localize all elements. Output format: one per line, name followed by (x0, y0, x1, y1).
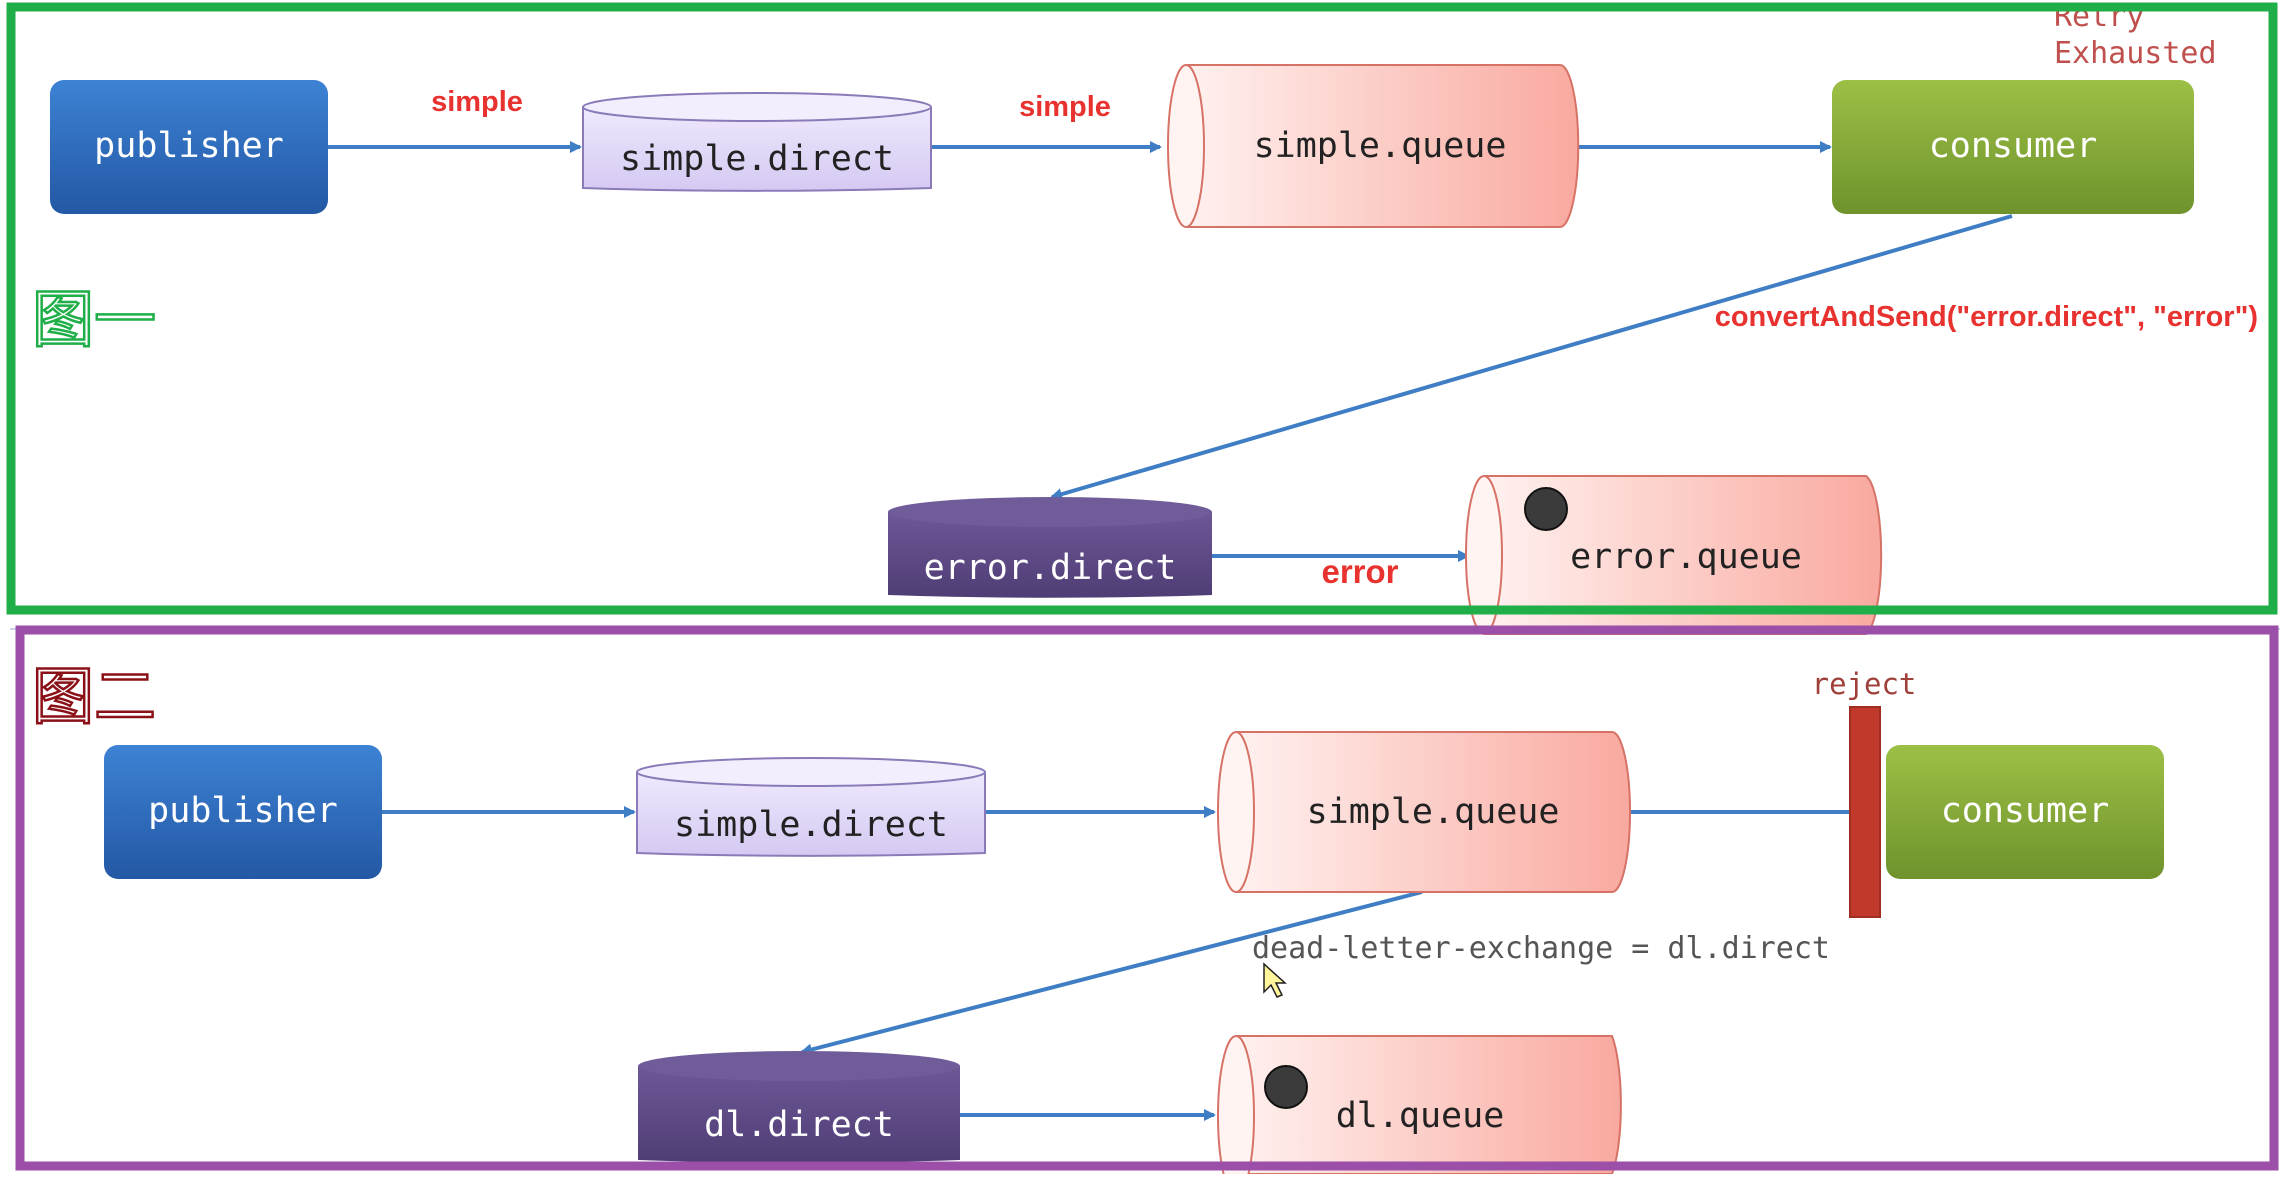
error-exchange-node: error.direct (888, 497, 1212, 598)
error-routing-key-label: error (1321, 553, 1398, 590)
figure-one-caption: 图一 (32, 283, 156, 356)
reject-bar (1849, 706, 1881, 918)
routing-key-label-1: simple (431, 86, 523, 118)
convert-and-send-label: convertAndSend("error.direct", "error") (1715, 301, 2258, 333)
publisher-node-2: publisher (104, 745, 382, 879)
exchange-node-2: simple.direct (636, 757, 986, 857)
arrow-queue-to-dl-exchange (800, 890, 1423, 1056)
figure-one-frame (6, 2, 2278, 615)
error-queue-label: error.queue (1570, 537, 1802, 577)
message-dot-icon-2 (1264, 1065, 1308, 1109)
dl-queue-node: dl.queue (1217, 1035, 1622, 1178)
exchange-label-2: simple.direct (674, 805, 948, 845)
arrow-consumer-to-error-exchange (1050, 214, 2013, 500)
consumer-node-2: consumer (1886, 745, 2164, 879)
consumer-label-2: consumer (1941, 791, 2110, 831)
reject-label: reject (1812, 667, 1917, 701)
queue-node: simple.queue (1167, 64, 1580, 228)
message-dot-icon (1524, 487, 1568, 531)
error-queue-node: error.queue (1465, 475, 1883, 635)
queue-node-2: simple.queue (1217, 731, 1631, 893)
figure-two: publisher simple.direct simple.queue rej… (31, 659, 2164, 1178)
exchange-node: simple.direct (582, 92, 932, 192)
figure-two-caption: 图二 (32, 660, 156, 733)
queue-label: simple.queue (1254, 126, 1507, 166)
figure-two-frame (15, 625, 2279, 1171)
publisher-node: publisher (50, 80, 328, 214)
publisher-label: publisher (94, 126, 284, 166)
figure-one: publisher simple.direct simple.queue con… (31, 0, 2258, 635)
retry-label-line-2: Exhausted (2054, 36, 2217, 71)
mouse-cursor-icon (1263, 962, 1287, 998)
dl-queue-label: dl.queue (1336, 1096, 1505, 1136)
consumer-label: consumer (1929, 126, 2098, 166)
dl-exchange-node: dl.direct (638, 1051, 960, 1163)
queue-label-2: simple.queue (1307, 792, 1560, 832)
exchange-label: simple.direct (620, 139, 894, 179)
consumer-node: consumer (1832, 80, 2194, 214)
routing-key-label-2: simple (1019, 91, 1111, 123)
error-exchange-label: error.direct (924, 548, 1177, 588)
dl-exchange-label: dl.direct (704, 1105, 894, 1145)
publisher-label-2: publisher (148, 791, 338, 831)
dlx-label: dead-letter-exchange = dl.direct (1252, 931, 1830, 966)
